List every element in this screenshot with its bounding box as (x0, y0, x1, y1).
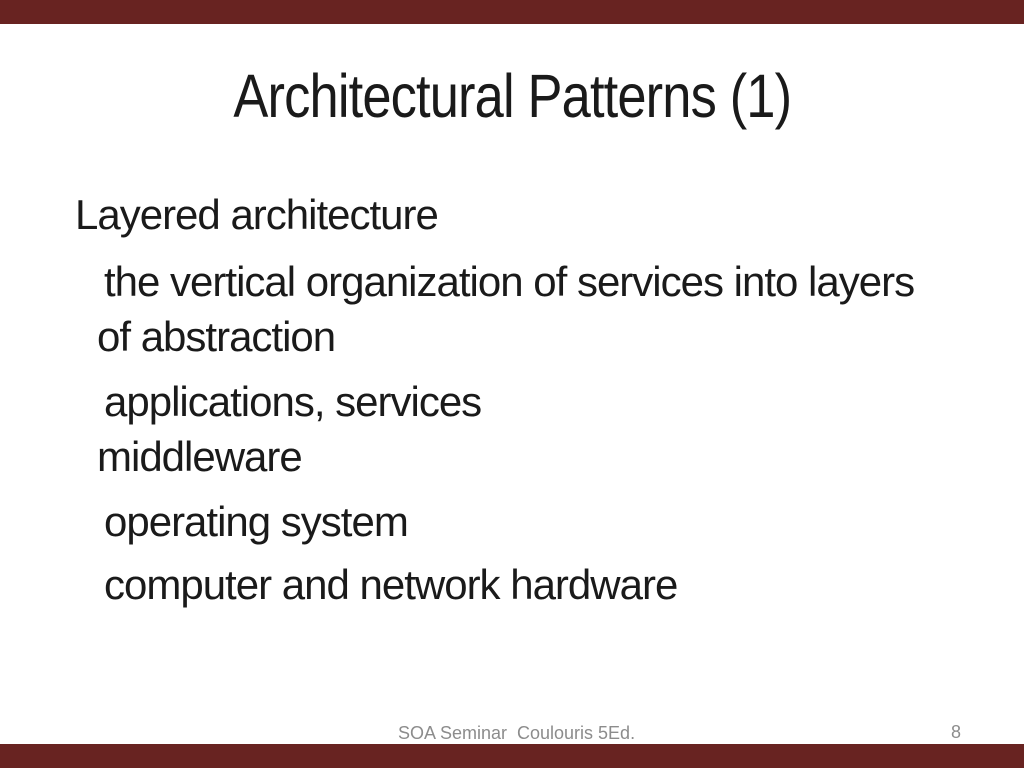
top-accent-bar (0, 0, 1024, 24)
body-line-of-abstraction: of abstraction (97, 313, 336, 360)
footer-page-number: 8 (951, 722, 962, 742)
body-line-layered-architecture: Layered architecture (75, 191, 439, 238)
body-line-middleware: middleware (97, 433, 303, 480)
footer-reference-label: Coulouris 5Ed. (517, 723, 636, 743)
slide-title: Architectural Patterns (1) (0, 66, 1024, 127)
slide-title-text: Architectural Patterns (1) (233, 62, 792, 130)
body-line-vertical-organization: the vertical organization of services in… (104, 258, 915, 305)
body-line-operating-system: operating system (104, 498, 409, 545)
footer-seminar-label: SOA Seminar (398, 723, 508, 743)
body-line-applications-services: applications, services (104, 378, 482, 425)
bottom-accent-bar (0, 744, 1024, 768)
body-line-computer-network-hardware: computer and network hardware (104, 561, 678, 608)
